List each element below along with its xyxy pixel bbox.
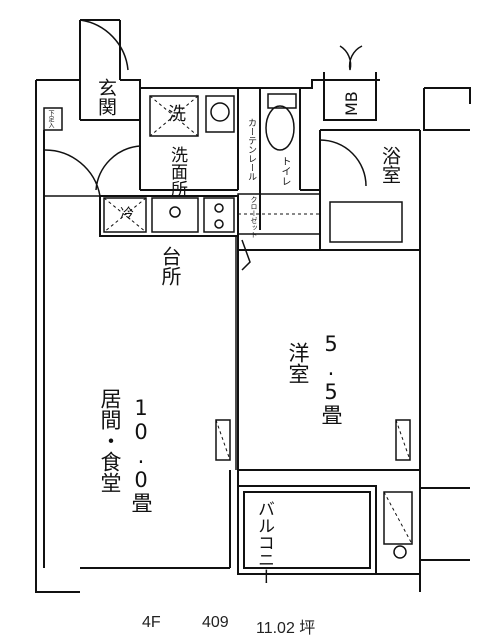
area-label: 11.02 坪 (256, 620, 316, 637)
toilet-tank (267, 93, 297, 109)
curtain-rail-label: カーテンレール (246, 118, 256, 181)
bath-walls (319, 129, 420, 251)
toilet-label: トイレ (279, 156, 290, 186)
washroom-door-swing (95, 145, 141, 191)
sink-box (151, 197, 199, 233)
sliding-door (235, 236, 251, 470)
western-room-label: 洋室 (286, 342, 310, 384)
living-door-swing (43, 149, 101, 197)
outer-wall (35, 79, 471, 593)
balcony-unit-box (383, 491, 413, 545)
meter-box-door (339, 45, 363, 71)
toilet-bowl (265, 105, 295, 151)
closet-label: クローゼット (250, 196, 258, 238)
stove-box (203, 197, 235, 233)
washroom-walls (139, 88, 320, 230)
basin-box (205, 95, 235, 133)
western-room-size-label: 5.5畳 (319, 332, 343, 425)
bath-label: 浴室 (379, 146, 401, 184)
western-room-walls (237, 236, 420, 471)
washer-box (149, 95, 199, 137)
western-ac-box (395, 419, 411, 461)
kitchen-label: 台所 (158, 246, 182, 286)
meter-box-walls (323, 72, 377, 121)
washer-label: 洗 (165, 104, 186, 122)
right-wall (419, 88, 470, 561)
fridge-label: 冷 (118, 206, 134, 220)
entrance-door-swing (79, 19, 129, 76)
plan-footer: 4F 409 11.02 坪 (0, 614, 480, 637)
balcony-walls (237, 485, 377, 575)
living-dining-label: 居間・食堂 (98, 388, 122, 493)
entrance-cabinet-box (43, 107, 63, 131)
balcony-label: バルコニー (254, 500, 274, 585)
washroom-label: 洗面所 (167, 146, 187, 197)
living-ac-box (215, 419, 231, 461)
living-dining-size-label: 10.0畳 (129, 396, 153, 513)
bathtub (329, 201, 403, 243)
entrance-label: 玄関 (95, 78, 117, 116)
room-number-label: 409 (202, 614, 229, 631)
fridge-box (103, 197, 147, 233)
entrance-walls (79, 19, 140, 121)
meter-box-label: MB (342, 91, 361, 116)
bath-door-swing (319, 139, 367, 187)
entrance-cabinet-label: 下足入 (47, 110, 54, 128)
floor-label: 4F (142, 614, 161, 631)
